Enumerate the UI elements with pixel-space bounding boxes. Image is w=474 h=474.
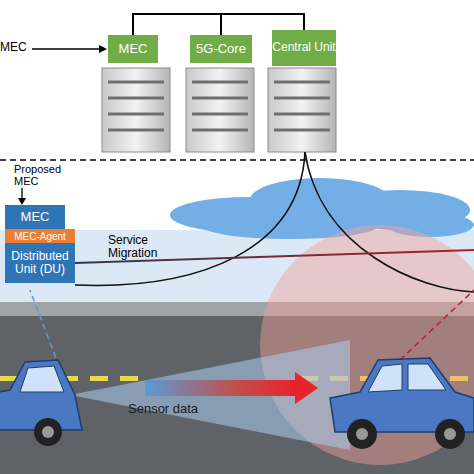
- mec-box: MEC: [5, 205, 65, 230]
- mec-box: MEC: [108, 35, 158, 63]
- connector-line: [133, 14, 221, 35]
- agent-box: MEC-Agent: [5, 229, 75, 243]
- migration-label: Service Migration: [108, 234, 178, 260]
- node-text: Central Unit: [272, 41, 335, 54]
- sensor-arrow: [145, 380, 295, 396]
- side-label: MEC: [0, 41, 40, 54]
- server-racks: [102, 68, 336, 152]
- separator-line: [0, 159, 474, 161]
- car: [0, 360, 82, 446]
- link-line: [305, 152, 474, 292]
- arrow-head: [18, 198, 26, 205]
- core-box: 5G-Core: [190, 35, 252, 63]
- node-text: Distributed Unit (DU): [5, 250, 75, 276]
- leader-arrow: [32, 48, 100, 49]
- node-text: MEC: [119, 42, 148, 56]
- link-line: [75, 152, 305, 285]
- leader-arrow: [21, 188, 22, 199]
- cloud: [170, 178, 474, 239]
- node-text: MEC-Agent: [14, 231, 66, 242]
- sensor-beam: [70, 340, 350, 450]
- server-rack: [186, 68, 254, 152]
- du-box: Distributed Unit (DU): [5, 243, 75, 283]
- callout-label: Proposed MEC: [14, 163, 74, 187]
- bus-connector: [133, 14, 221, 35]
- arrow-head: [295, 372, 318, 404]
- central-unit-box: Central Unit: [272, 30, 336, 66]
- server-rack: [102, 68, 170, 152]
- bus-connector: [221, 14, 304, 35]
- arrow-head: [99, 45, 107, 53]
- node-text: 5G-Core: [196, 42, 246, 56]
- car: [330, 358, 474, 449]
- server-rack: [268, 68, 336, 152]
- connector-line: [221, 14, 304, 35]
- sensor-label: Sensor data: [128, 402, 238, 416]
- link-line: [400, 290, 474, 360]
- node-text: MEC: [21, 210, 50, 224]
